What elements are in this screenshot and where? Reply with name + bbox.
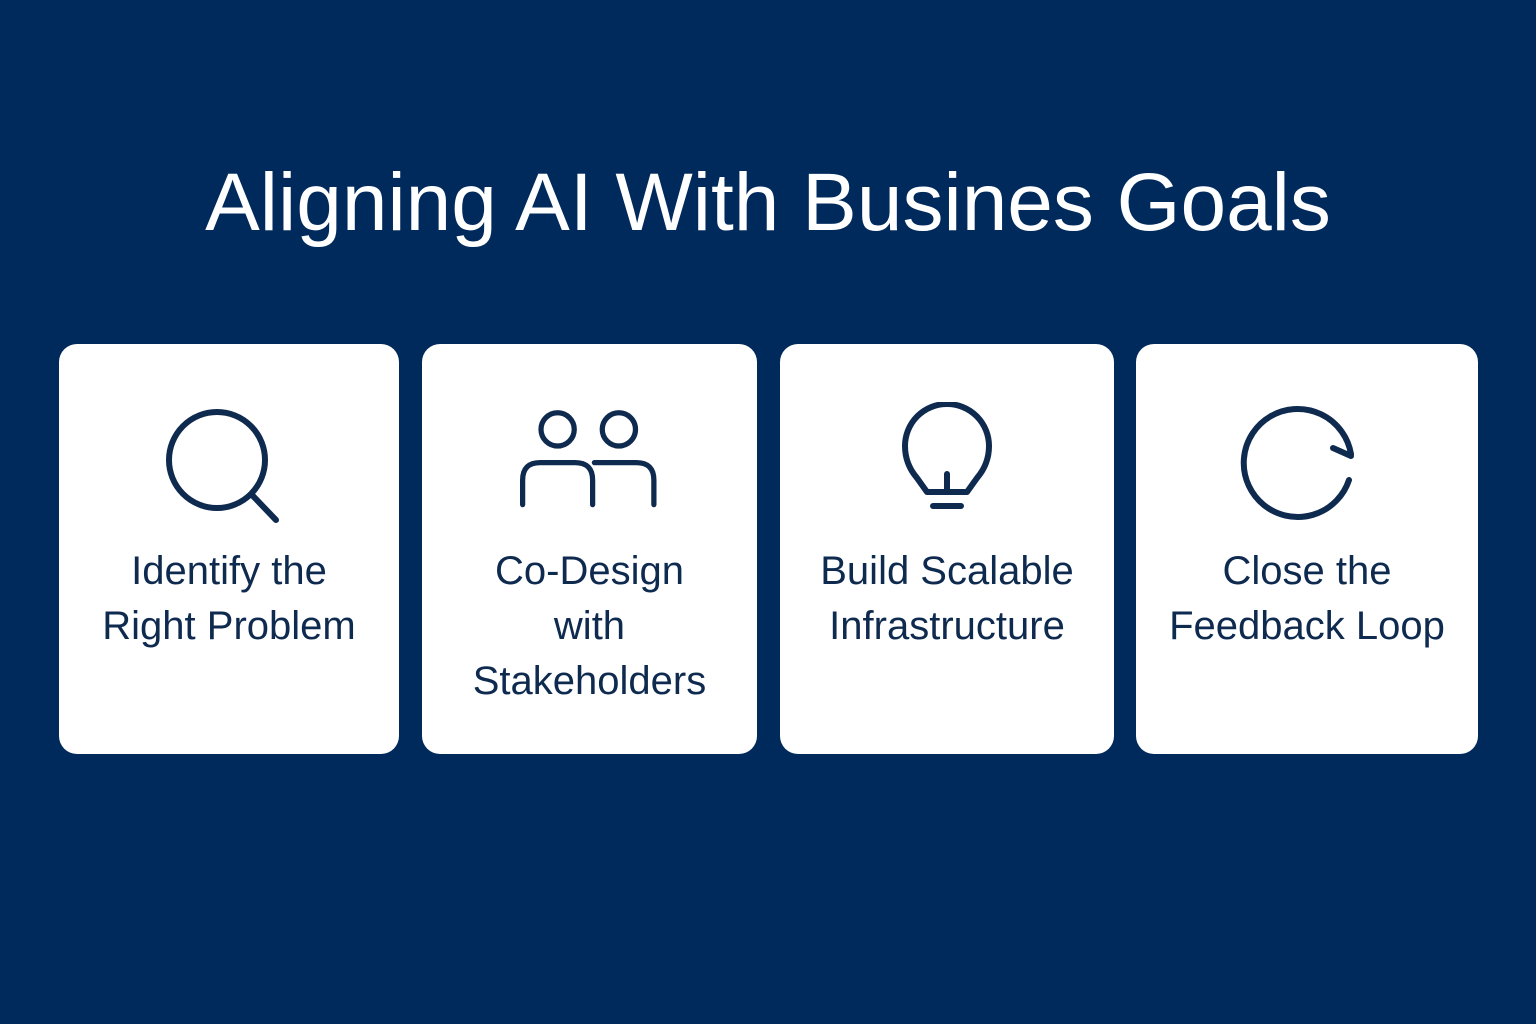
card-label: Co-Design with Stakeholders — [472, 549, 707, 703]
card-label: Close the Feedback Loop — [1169, 549, 1445, 648]
card-identify-problem: Identify the Right Problem — [59, 344, 399, 754]
lightbulb-icon — [877, 402, 1017, 532]
card-co-design: Co-Design with Stakeholders — [422, 344, 757, 754]
refresh-loop-icon — [1237, 402, 1377, 532]
card-label: Build Scalable Infrastructure — [820, 549, 1074, 648]
page-title: Aligning AI With Busines Goals — [205, 157, 1331, 248]
card-feedback-loop: Close the Feedback Loop — [1136, 344, 1478, 754]
card-label: Identify the Right Problem — [102, 549, 356, 648]
users-icon — [519, 402, 660, 532]
search-icon — [159, 402, 299, 532]
card-build-infrastructure: Build Scalable Infrastructure — [780, 344, 1114, 754]
